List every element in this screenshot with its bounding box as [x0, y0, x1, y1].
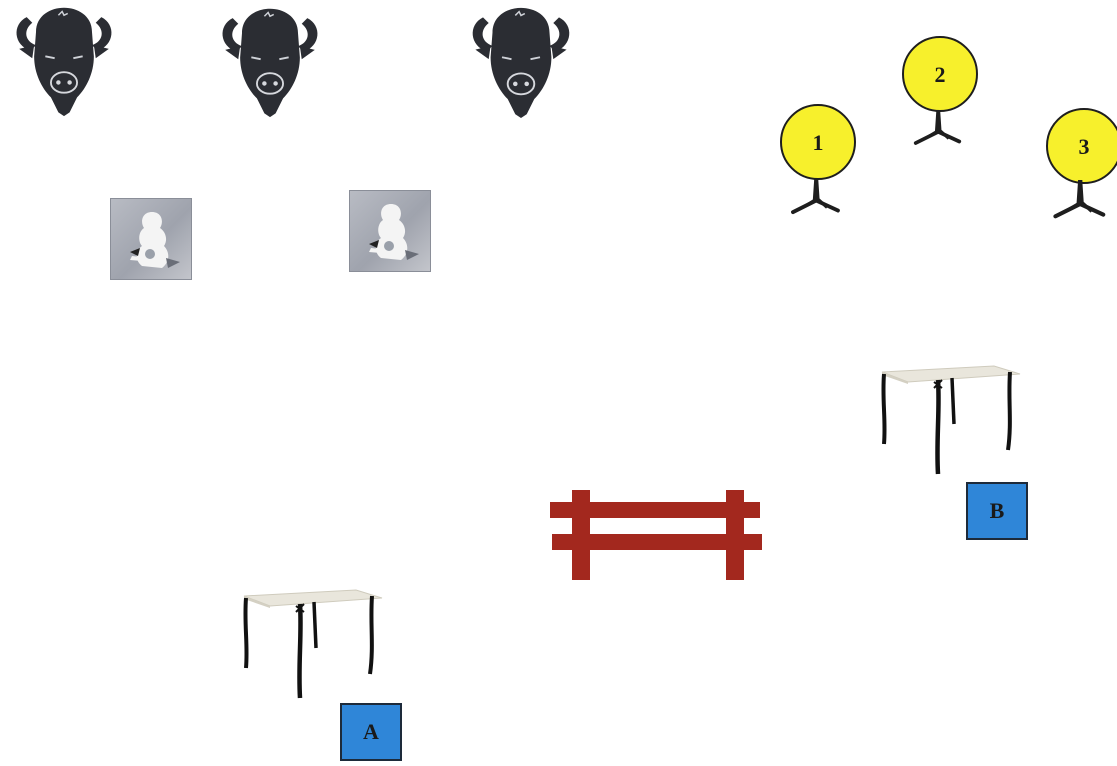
- target-label: 3: [1079, 134, 1090, 159]
- folding-table-icon: [876, 360, 1026, 480]
- station-box-a: A: [340, 703, 402, 761]
- station-box-b: B: [966, 482, 1028, 540]
- station-label: A: [363, 719, 379, 745]
- fence-icon: [548, 486, 764, 582]
- bison-head-icon: [464, 2, 578, 122]
- avatar-tile-icon: [349, 190, 431, 272]
- target-1: 1: [776, 102, 866, 242]
- target-label: 2: [935, 62, 946, 87]
- station-label: B: [990, 498, 1005, 524]
- target-label: 1: [813, 130, 824, 155]
- avatar-tile-icon: [110, 198, 192, 280]
- bison-head-icon: [8, 2, 120, 120]
- folding-table-icon: [238, 584, 388, 704]
- bison-head-icon: [214, 2, 326, 122]
- target-3: 3: [1044, 108, 1117, 248]
- target-2: 2: [900, 34, 990, 174]
